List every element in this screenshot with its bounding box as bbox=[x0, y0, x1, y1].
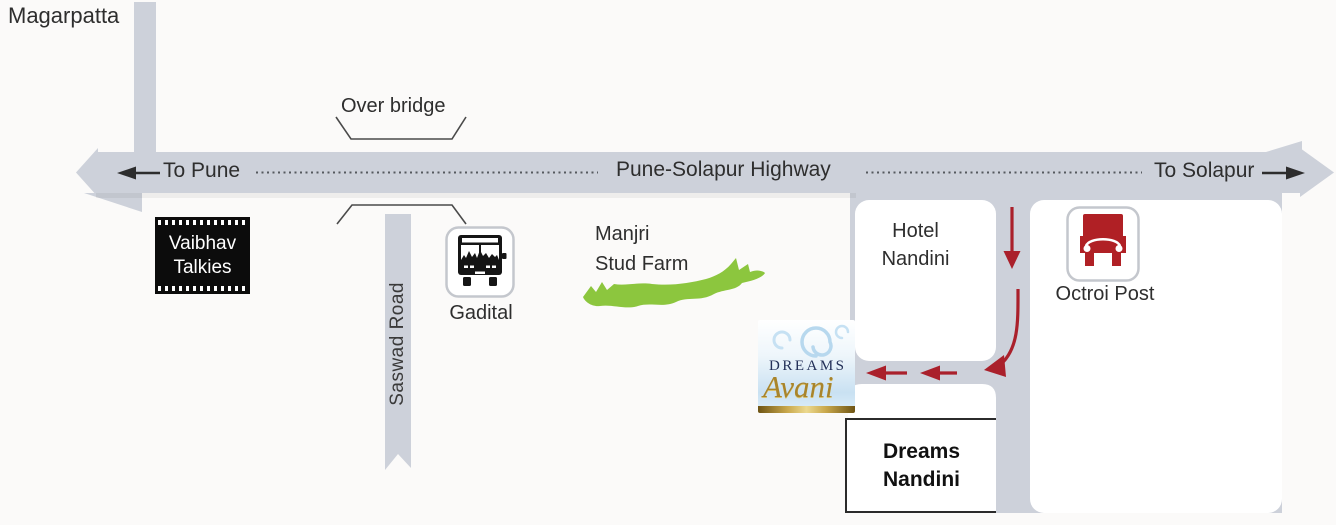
magarpatta-road bbox=[134, 2, 156, 156]
route-arrows bbox=[866, 207, 1021, 381]
highway-right-ribbon-fold bbox=[1266, 141, 1302, 152]
label-hotel-line2: Nandini bbox=[881, 248, 950, 270]
saswad-road-ribbon bbox=[385, 214, 411, 470]
label-magarpatta: Magarpatta bbox=[8, 3, 120, 28]
logo-name-text: Avani bbox=[763, 369, 834, 404]
vaibhav-talkies-sign: Vaibhav Talkies bbox=[155, 217, 250, 294]
bus-icon bbox=[445, 226, 515, 298]
route-curve-arrowhead bbox=[984, 355, 1006, 377]
dreams-avani-logo: DREAMS Avani bbox=[758, 320, 855, 413]
cloud-swirl-icon bbox=[772, 324, 850, 358]
saswad-road-label-wrap: Saswad Road bbox=[383, 230, 413, 458]
logo-brand-text: DREAMS bbox=[769, 358, 847, 374]
label-to-solapur: To Solapur bbox=[1154, 159, 1255, 182]
film-strip-perforation-top bbox=[158, 220, 247, 225]
over-bridge-bracket-top bbox=[335, 116, 467, 140]
to-solapur-arrowhead bbox=[1286, 166, 1305, 180]
highway-shadow bbox=[96, 193, 856, 198]
label-gadital: Gadital bbox=[449, 302, 513, 324]
film-strip-perforation-bottom bbox=[158, 286, 247, 291]
label-hotel-nandini: Hotel Nandini bbox=[848, 217, 983, 273]
label-vaibhav-talkies: Vaibhav Talkies bbox=[169, 232, 236, 280]
bridge-brackets bbox=[335, 116, 467, 225]
label-vaibhav-line1: Vaibhav bbox=[168, 232, 237, 254]
label-saswad-road: Saswad Road bbox=[387, 282, 408, 406]
logo-gold-bar bbox=[758, 406, 855, 413]
label-hotel-line1: Hotel bbox=[892, 220, 939, 242]
label-dreams-nandini-line2: Nandini bbox=[883, 467, 960, 491]
grass-patch bbox=[583, 258, 765, 308]
route-down-arrowhead bbox=[1003, 251, 1021, 269]
label-manjri-line1: Manjri bbox=[595, 223, 650, 245]
label-octroi-post: Octroi Post bbox=[1055, 283, 1155, 305]
octroi-icon-tile bbox=[1066, 206, 1140, 282]
dreams-nandini-box: Dreams Nandini bbox=[845, 418, 996, 513]
route-curve-arrow bbox=[999, 288, 1020, 366]
hotel-nandini-block bbox=[855, 200, 996, 361]
truck-icon bbox=[1066, 206, 1140, 282]
label-to-pune: To Pune bbox=[163, 159, 241, 182]
route-left-arrowhead-2 bbox=[920, 365, 940, 381]
gadital-icon-tile bbox=[445, 226, 515, 298]
label-over-bridge: Over bridge bbox=[341, 95, 446, 117]
highway-road bbox=[96, 152, 1302, 193]
highway-direction-arrows bbox=[117, 166, 1305, 180]
highway-left-ribbon-fold bbox=[84, 193, 142, 212]
route-left-arrowhead-1 bbox=[866, 365, 886, 381]
label-highway: Pune-Solapur Highway bbox=[616, 158, 831, 181]
to-pune-arrowhead bbox=[117, 166, 136, 180]
highway-right-arrow-tip bbox=[1300, 148, 1334, 197]
label-dreams-nandini-line1: Dreams bbox=[882, 440, 961, 464]
over-bridge-bracket-bottom bbox=[336, 204, 467, 225]
label-vaibhav-line2: Talkies bbox=[173, 256, 232, 278]
label-manjri-line2: Stud Farm bbox=[595, 253, 689, 275]
highway-left-arrow-tip bbox=[76, 148, 98, 197]
label-manjri-stud-farm: Manjri Stud Farm bbox=[595, 219, 688, 279]
